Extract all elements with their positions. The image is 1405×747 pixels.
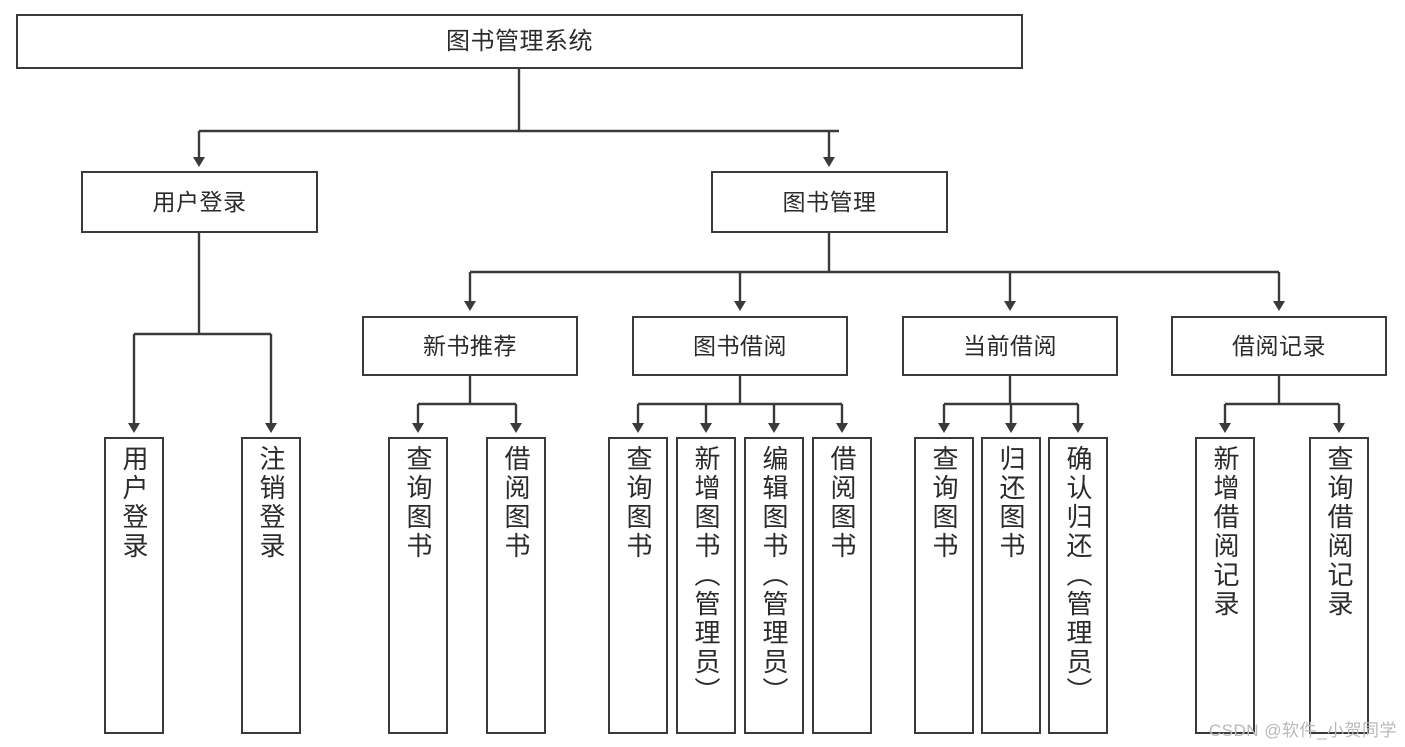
node-user-login[interactable]: 用户登录 — [81, 171, 318, 233]
node-label: 用户登录 — [152, 188, 247, 215]
leaf-borrow-add-book-admin[interactable]: 新增图书（管理员） — [676, 437, 736, 734]
leaf-current-confirm-return-admin[interactable]: 确认归还（管理员） — [1048, 437, 1108, 734]
node-label: 查询图书 — [929, 445, 959, 561]
node-label: 借阅图书 — [501, 445, 531, 561]
node-label: 图书借阅 — [693, 332, 787, 359]
node-label: 查询图书 — [403, 445, 433, 561]
leaf-user-login-login[interactable]: 用户登录 — [104, 437, 164, 734]
node-label: 编辑图书（管理员） — [759, 445, 789, 706]
leaf-borrow-borrow-book[interactable]: 借阅图书 — [812, 437, 872, 734]
leaf-new-book-query[interactable]: 查询图书 — [388, 437, 448, 734]
node-label: 用户登录 — [119, 445, 149, 561]
leaf-borrow-edit-book-admin[interactable]: 编辑图书（管理员） — [744, 437, 804, 734]
node-label: 新增借阅记录 — [1210, 445, 1240, 619]
watermark: CSDN @软件_小贺同学 — [1208, 721, 1397, 740]
leaf-user-login-logout[interactable]: 注销登录 — [241, 437, 301, 734]
node-label: 借阅记录 — [1232, 332, 1326, 359]
node-label: 查询图书 — [623, 445, 653, 561]
node-root-book-management-system[interactable]: 图书管理系统 — [16, 14, 1023, 69]
leaf-new-book-borrow[interactable]: 借阅图书 — [486, 437, 546, 734]
node-label: 归还图书 — [996, 445, 1026, 561]
leaf-record-add-borrow-record[interactable]: 新增借阅记录 — [1195, 437, 1255, 734]
leaf-borrow-query-book[interactable]: 查询图书 — [608, 437, 668, 734]
node-new-book-recommend[interactable]: 新书推荐 — [362, 316, 578, 376]
node-label: 新增图书（管理员） — [691, 445, 721, 706]
node-label: 确认归还（管理员） — [1063, 445, 1093, 706]
node-book-management[interactable]: 图书管理 — [711, 171, 948, 233]
leaf-current-return-book[interactable]: 归还图书 — [981, 437, 1041, 734]
node-label: 当前借阅 — [963, 332, 1057, 359]
node-label: 查询借阅记录 — [1324, 445, 1354, 619]
leaf-current-query-book[interactable]: 查询图书 — [914, 437, 974, 734]
node-borrow-record[interactable]: 借阅记录 — [1171, 316, 1387, 376]
node-label: 注销登录 — [256, 445, 286, 561]
node-label: 图书管理系统 — [446, 27, 593, 55]
node-current-borrow[interactable]: 当前借阅 — [902, 316, 1118, 376]
leaf-record-query-borrow-record[interactable]: 查询借阅记录 — [1309, 437, 1369, 734]
node-label: 借阅图书 — [827, 445, 857, 561]
node-label: 新书推荐 — [423, 332, 517, 359]
node-book-borrow[interactable]: 图书借阅 — [632, 316, 848, 376]
node-label: 图书管理 — [782, 188, 877, 215]
